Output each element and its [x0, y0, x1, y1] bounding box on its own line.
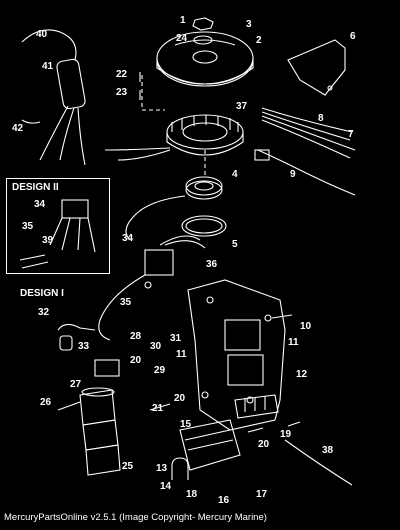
module — [94, 359, 120, 377]
callout-20-center: 20 — [174, 393, 186, 404]
coil-wires — [21, 29, 86, 166]
callout-16: 16 — [218, 495, 230, 506]
wire-harness — [254, 107, 356, 196]
callout-35-design-ii: 35 — [22, 221, 34, 232]
flywheel — [156, 31, 254, 87]
callout-6: 6 — [350, 31, 356, 42]
design-ii-inset — [6, 178, 110, 274]
callout-34-design-ii: 34 — [34, 199, 46, 210]
callout-3: 3 — [246, 19, 252, 30]
callout-34-design-i: 34 — [122, 233, 134, 244]
callout-25: 25 — [122, 461, 134, 472]
design-i-label: DESIGN I — [20, 288, 64, 299]
callout-8: 8 — [318, 113, 324, 124]
callout-21: 21 — [152, 403, 164, 414]
callout-1: 1 — [180, 15, 186, 26]
u-bolt — [171, 457, 189, 480]
callout-37: 37 — [236, 101, 248, 112]
callout-11-right: 11 — [288, 337, 299, 348]
callout-23: 23 — [116, 87, 128, 98]
callout-20-right: 20 — [258, 439, 270, 450]
callout-20-left: 20 — [130, 355, 142, 366]
callout-31: 31 — [170, 333, 182, 344]
callout-42: 42 — [12, 123, 24, 134]
rectifier — [179, 419, 241, 471]
callout-27: 27 — [70, 379, 82, 390]
callout-39: 39 — [42, 235, 54, 246]
callout-19: 19 — [280, 429, 292, 440]
callout-28: 28 — [130, 331, 142, 342]
ignition-coils — [79, 387, 121, 476]
callout-33: 33 — [78, 341, 90, 352]
callout-7: 7 — [348, 129, 354, 140]
callout-22: 22 — [116, 69, 128, 80]
callout-36: 36 — [206, 259, 218, 270]
callout-29: 29 — [154, 365, 166, 376]
callout-41: 41 — [42, 61, 54, 72]
terminal-block — [234, 394, 279, 419]
callout-5: 5 — [232, 239, 238, 250]
callout-24: 24 — [176, 33, 188, 44]
callout-11-center: 11 — [176, 349, 187, 360]
callout-15: 15 — [180, 419, 192, 430]
design-ii-switchbox — [19, 199, 96, 269]
footer-copyright: MercuryPartsOnline v2.5.1 (Image Copyrig… — [4, 512, 267, 523]
stator — [166, 114, 244, 156]
callout-13: 13 — [156, 463, 168, 474]
callout-12: 12 — [296, 369, 308, 380]
bracket — [287, 39, 346, 96]
callout-32: 32 — [38, 307, 50, 318]
callout-40: 40 — [36, 29, 48, 40]
callout-4: 4 — [232, 169, 238, 180]
callout-30: 30 — [150, 341, 162, 352]
design-ii-label: DESIGN II — [12, 182, 59, 193]
design-i-switchbox — [98, 235, 206, 341]
callout-18: 18 — [186, 489, 198, 500]
trigger-assembly — [181, 176, 227, 237]
callout-14: 14 — [160, 481, 172, 492]
callout-2: 2 — [256, 35, 262, 46]
callout-9: 9 — [290, 169, 296, 180]
flywheel-nut — [192, 17, 214, 45]
callout-26: 26 — [40, 397, 52, 408]
callout-38: 38 — [322, 445, 334, 456]
callout-17: 17 — [256, 489, 268, 500]
ground-lead — [284, 439, 353, 486]
callout-35-design-i: 35 — [120, 297, 132, 308]
sensor — [57, 323, 96, 351]
callout-10: 10 — [300, 321, 312, 332]
